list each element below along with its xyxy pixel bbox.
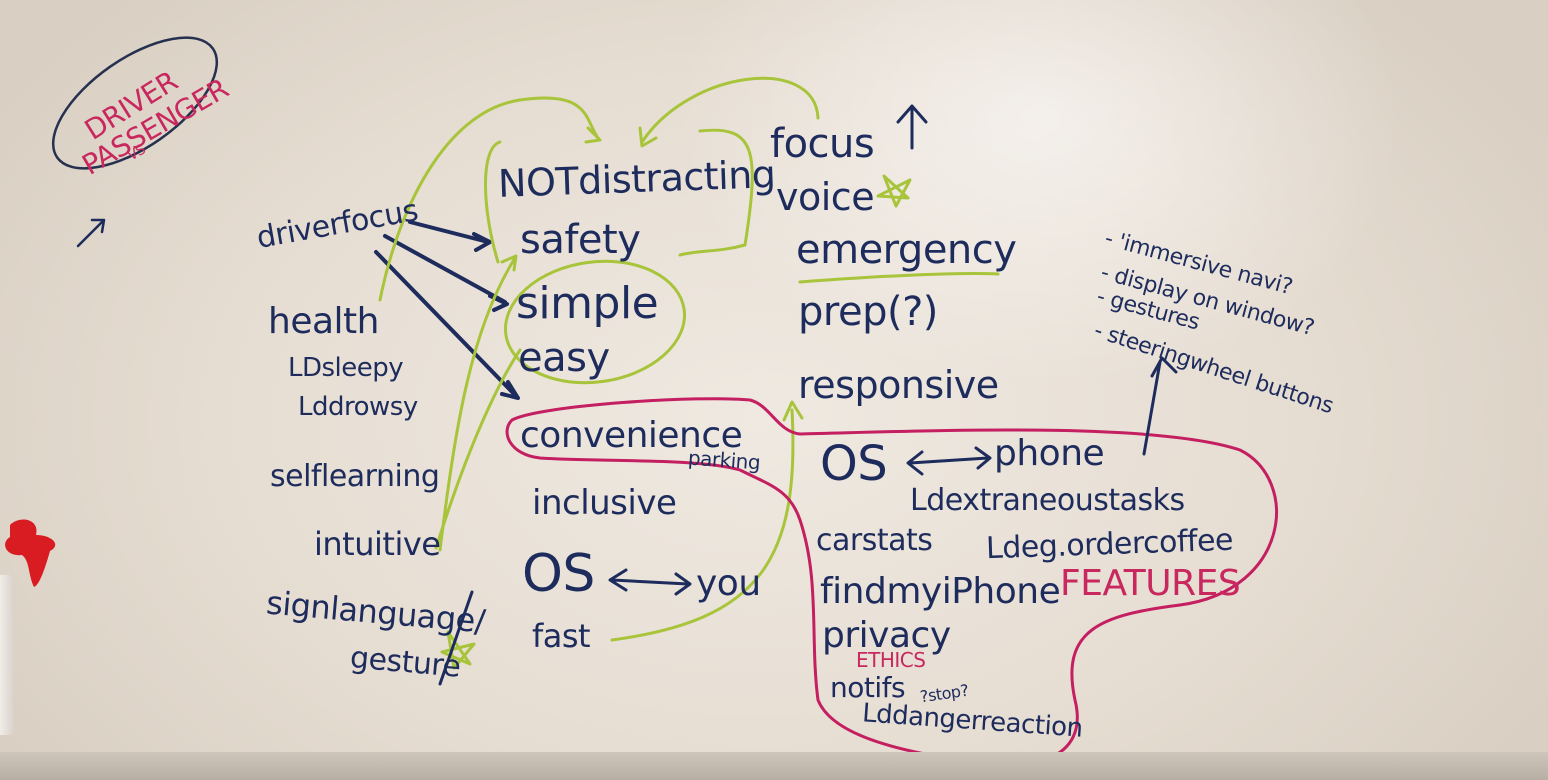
drowsy-label: Lddrowsy	[298, 392, 418, 422]
os-phone-arrow	[906, 446, 992, 476]
findmyiphone-label: findmyiPhone	[820, 571, 1061, 612]
focus-loop	[638, 76, 820, 148]
notdistracting-label: NOTdistracting	[497, 152, 777, 206]
ethics-label: ETHICS	[856, 648, 926, 672]
os-you-arrow	[608, 568, 692, 596]
spray-bottle	[0, 575, 14, 735]
os-you-os-label: OS	[522, 544, 595, 604]
health-curve	[378, 96, 600, 302]
up-arrow-features	[1142, 356, 1178, 456]
bracket-left	[484, 140, 502, 264]
arrow-to-simple	[383, 234, 509, 312]
os-phone-os-label: OS	[820, 436, 888, 492]
emergency-underline	[798, 271, 1000, 284]
fast-to-responsive	[610, 400, 804, 642]
passenger-arrow	[76, 218, 106, 248]
simple-easy-circle	[503, 259, 687, 385]
voice-star	[876, 174, 912, 208]
marker-tray	[0, 752, 1548, 780]
emergency-label: emergency	[796, 227, 1017, 273]
magnet-icon	[5, 519, 56, 587]
arrowhead-notdistracting	[584, 126, 602, 144]
red-magnet	[0, 515, 64, 599]
prep-label: prep(?)	[798, 289, 938, 335]
intuitive-label: intuitive	[314, 525, 441, 563]
you-label: you	[696, 563, 761, 604]
responsive-label: responsive	[798, 363, 999, 407]
phone-label: phone	[994, 433, 1105, 474]
gesture-star	[440, 630, 476, 670]
features-label: FEATURES	[1060, 563, 1241, 604]
focus-label: focus	[770, 121, 875, 167]
selflearning-curve	[438, 254, 518, 552]
features-outline	[505, 397, 1278, 767]
convenience-label: convenience	[520, 415, 743, 456]
arrow-to-easy	[374, 250, 520, 400]
simple-label: simple	[516, 278, 659, 329]
privacy-label: privacy	[822, 615, 951, 656]
inclusive-label: inclusive	[532, 483, 677, 523]
voice-label: voice	[776, 175, 875, 219]
up-arrow-focus	[896, 104, 928, 150]
intuitive-curve	[434, 348, 522, 550]
sleepy-label: LDsleepy	[288, 353, 404, 383]
fast-label: fast	[532, 617, 591, 655]
order-coffee-label: Ldeg.ordercoffee	[985, 522, 1234, 567]
notifs-label: notifs	[830, 671, 906, 704]
carstats-label: carstats	[816, 523, 933, 558]
sign-slash	[438, 590, 474, 686]
safety-label: safety	[520, 217, 641, 263]
bracket-right	[678, 128, 754, 257]
easy-label: easy	[518, 335, 610, 381]
selflearning-label: selflearning	[270, 459, 440, 494]
health-label: health	[268, 301, 379, 342]
driver-vs-oval	[51, 36, 219, 170]
extraneous-tasks-label: Ldextraneoustasks	[910, 483, 1185, 518]
arrow-to-safety	[408, 220, 492, 252]
parking-label: parking	[687, 445, 761, 475]
